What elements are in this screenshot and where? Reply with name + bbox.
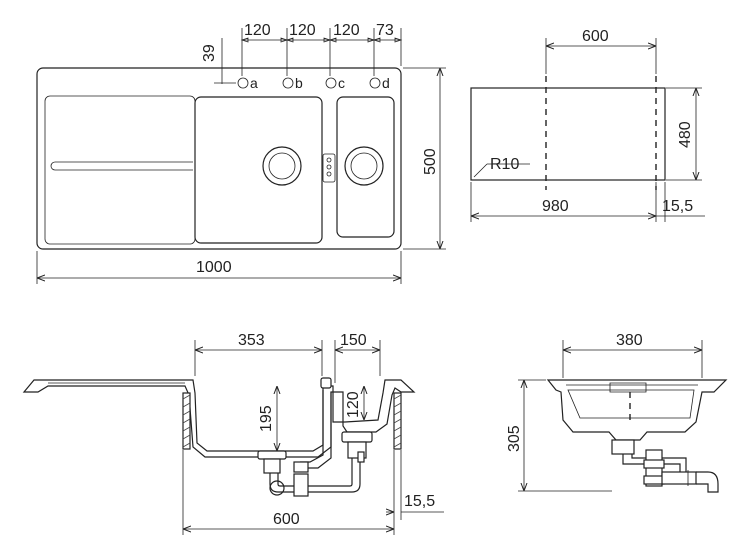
small-bowl bbox=[336, 96, 395, 238]
main-bowl bbox=[194, 96, 323, 244]
main-drain-body bbox=[263, 458, 281, 474]
spacing-1-label: 120 bbox=[244, 22, 271, 39]
hatch bbox=[393, 426, 402, 432]
hatch bbox=[182, 418, 191, 424]
dim-arrows bbox=[240, 37, 403, 43]
cutout-margin-label: 15,5 bbox=[662, 198, 693, 215]
side-trap-nut bbox=[643, 475, 665, 485]
cutout-width-label: 600 bbox=[582, 28, 609, 45]
tap-hole-a-label: a bbox=[250, 75, 258, 91]
overflow-dot bbox=[326, 171, 332, 177]
hatch bbox=[393, 434, 402, 440]
spacing-3-label: 120 bbox=[333, 22, 360, 39]
hatch bbox=[182, 394, 191, 400]
cutout-view: 600 480 R10 980 15,5 bbox=[470, 28, 705, 222]
trap-nut bbox=[293, 473, 309, 497]
main-bowl-width-label: 353 bbox=[238, 332, 265, 349]
main-drain-inner bbox=[268, 152, 296, 180]
tap-hole-d-circle bbox=[369, 77, 381, 89]
side-profile bbox=[546, 379, 728, 441]
hatch bbox=[182, 426, 191, 432]
side-width-label: 380 bbox=[616, 332, 643, 349]
top-view: a b c d 120 120 120 73 39 500 1000 bbox=[36, 22, 446, 284]
tap-hole-b-circle bbox=[282, 77, 294, 89]
section-view: 353 150 195 120 600 15,5 bbox=[22, 332, 444, 535]
outlet-pipe bbox=[357, 451, 365, 463]
side-inner bbox=[566, 384, 698, 419]
main-bowl-depth-label: 195 bbox=[258, 405, 275, 432]
cutout-length-label: 980 bbox=[542, 198, 569, 215]
hatch bbox=[393, 418, 402, 424]
side-overflow bbox=[609, 382, 647, 393]
depth-label: 500 bbox=[422, 148, 439, 175]
tap-hole-c-circle bbox=[325, 77, 337, 89]
small-bowl-width-label: 150 bbox=[340, 332, 367, 349]
cutout-radius-label: R10 bbox=[490, 156, 519, 173]
radius-leader bbox=[473, 163, 488, 178]
hatch bbox=[182, 442, 191, 448]
side-elbow bbox=[696, 471, 719, 493]
small-bowl-depth-label: 120 bbox=[345, 391, 362, 418]
drainer-groove bbox=[50, 161, 193, 171]
side-view: 380 305 bbox=[506, 332, 728, 493]
overflow-dot bbox=[326, 164, 332, 170]
tap-hole-a-circle bbox=[237, 77, 249, 89]
cutout-outline bbox=[470, 87, 666, 181]
side-drain bbox=[611, 439, 635, 455]
tap-hole-d-label: d bbox=[382, 75, 390, 91]
length-label: 1000 bbox=[196, 259, 232, 276]
small-drain-body bbox=[341, 431, 373, 443]
hatch bbox=[393, 394, 402, 400]
tap-hole-c-label: c bbox=[338, 75, 345, 91]
hatch bbox=[393, 402, 402, 408]
overflow bbox=[322, 153, 336, 183]
spacing-2-label: 120 bbox=[289, 22, 316, 39]
offset-top-label: 39 bbox=[201, 44, 218, 62]
edge-label: 15,5 bbox=[404, 493, 435, 510]
main-drain-outer bbox=[262, 146, 302, 186]
hatch bbox=[393, 442, 402, 448]
overflow-cap bbox=[320, 377, 332, 389]
side-trap-nut bbox=[643, 459, 665, 469]
side-outlet bbox=[661, 471, 697, 485]
small-drain-inner bbox=[350, 152, 378, 180]
trap-joint bbox=[269, 480, 285, 496]
overflow-dot bbox=[326, 157, 332, 163]
hatch bbox=[182, 434, 191, 440]
small-drain-outer bbox=[344, 146, 384, 186]
trap-nut bbox=[293, 461, 309, 473]
spacing-4-label: 73 bbox=[376, 22, 394, 39]
cutout-height-label: 480 bbox=[677, 121, 694, 148]
overflow-pipe bbox=[300, 390, 332, 469]
hatch bbox=[182, 410, 191, 416]
hatch bbox=[393, 410, 402, 416]
side-depth-label: 305 bbox=[506, 425, 523, 452]
tap-hole-b-label: b bbox=[295, 75, 303, 91]
main-drain-body bbox=[257, 450, 287, 460]
cabinet-width-label: 600 bbox=[273, 511, 300, 528]
hatch bbox=[182, 402, 191, 408]
